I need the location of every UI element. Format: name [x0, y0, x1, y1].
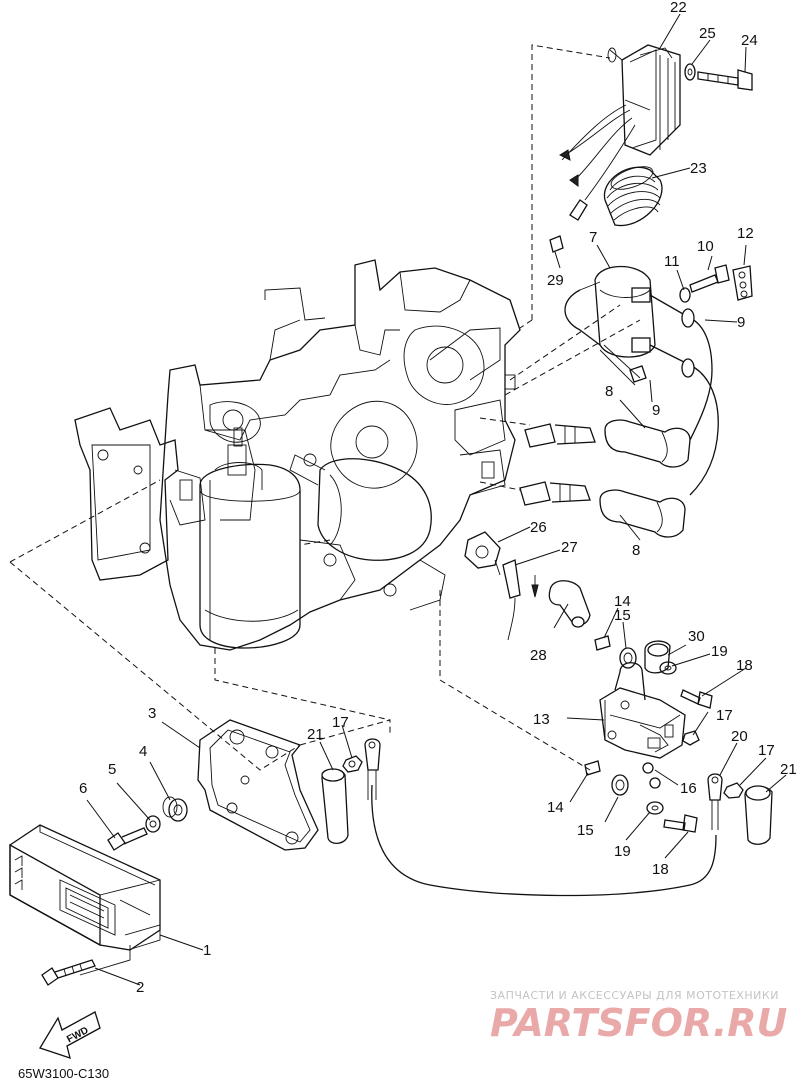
callout-14-lower: 14: [547, 799, 564, 816]
cap-part-30: [644, 640, 671, 674]
callout-21-left: 21: [307, 726, 324, 743]
callout-23: 23: [690, 160, 707, 177]
engine-block: [74, 259, 521, 651]
nut-part-17-left: [342, 755, 363, 773]
cap-part-21-right: [744, 785, 773, 845]
callout-18-upper: 18: [736, 657, 753, 674]
bolt-part-18-lower: [663, 814, 698, 833]
bolt-part-6: [107, 827, 148, 851]
callout-28: 28: [530, 647, 547, 664]
collar-part-14-upper: [594, 635, 611, 651]
diagram-code: 65W3100-C130: [18, 1066, 109, 1081]
washer-part-25: [684, 63, 696, 81]
terminal-part-20-left: [364, 738, 381, 771]
callout-8-upper: 8: [605, 383, 613, 400]
callout-14-upper: 14: [614, 593, 631, 610]
callout-4: 4: [139, 743, 147, 760]
callout-19-lower: 19: [614, 843, 631, 860]
watermark-top-text: ЗАПЧАСТИ И АКСЕССУАРЫ ДЛЯ МОТОТЕХНИКИ: [490, 989, 779, 1002]
callout-17-right: 17: [758, 742, 775, 759]
callout-29: 29: [547, 272, 564, 289]
grommet-part-4: [162, 796, 188, 822]
clip-part-12: [732, 265, 753, 301]
grommet-part-15-upper: [619, 647, 637, 669]
callout-2: 2: [136, 979, 144, 996]
cap-part-21-left: [321, 768, 349, 844]
bracket-plate-part-3: [197, 719, 319, 851]
bolt-part-18-upper: [680, 689, 713, 709]
watermark: ЗАПЧАСТИ И АКСЕССУАРЫ ДЛЯ МОТОТЕХНИКИ PA…: [490, 989, 788, 1045]
collar-part-5: [145, 815, 161, 833]
ignition-coil-part-7: [564, 266, 656, 386]
rectifier-part-22: [558, 44, 681, 221]
callout-6: 6: [79, 780, 87, 797]
boot-part-28: [548, 580, 591, 628]
callout-19-upper: 19: [711, 643, 728, 660]
plug-cap-part-8-upper: [604, 419, 691, 468]
callout-22: 22: [670, 0, 687, 16]
callout-numbers: 1 2 3 4 5 6 7 8 8 9 9 10 11 12 13 14 14 …: [79, 0, 797, 996]
collar-part-14-lower: [584, 760, 601, 776]
spark-plug-lower: [519, 481, 591, 506]
callout-16: 16: [680, 780, 697, 797]
assembly-lines: [9, 44, 641, 771]
callout-21-right: 21: [780, 761, 797, 778]
callout-8-lower: 8: [632, 542, 640, 559]
bolt-part-2: [41, 959, 96, 986]
nut-part-17-right: [723, 782, 744, 799]
callout-9-upper: 9: [737, 314, 745, 331]
washer-part-11: [679, 287, 691, 303]
callout-15-upper: 15: [614, 607, 631, 624]
high-tension-leads: [649, 294, 719, 496]
cdi-unit: [9, 824, 161, 976]
callout-30: 30: [688, 628, 705, 645]
spark-plug-upper: [524, 423, 596, 448]
ground-wire-lines: [367, 770, 717, 897]
washer-part-19-lower: [646, 801, 664, 815]
nut-part-16: [642, 762, 661, 789]
callout-15-lower: 15: [577, 822, 594, 839]
fwd-label: FWD: [65, 1025, 90, 1045]
callout-26: 26: [530, 519, 547, 536]
connector-part-29: [549, 235, 564, 253]
callout-3: 3: [148, 705, 156, 722]
callout-17-left: 17: [332, 714, 349, 731]
lead-part-27: [502, 559, 539, 641]
grommet-part-15-lower: [611, 774, 629, 796]
spiral-sleeve-part-23: [603, 166, 663, 227]
bolt-part-24: [697, 69, 753, 91]
callout-25: 25: [699, 25, 716, 42]
callout-20: 20: [731, 728, 748, 745]
callout-12: 12: [737, 225, 754, 242]
washer-part-19-upper: [659, 661, 677, 675]
watermark-brand: PARTSFOR.RU: [490, 1001, 788, 1045]
bolt-part-10: [689, 264, 730, 293]
callout-11: 11: [664, 253, 680, 270]
callout-7: 7: [589, 229, 597, 246]
callout-13: 13: [533, 711, 550, 728]
callout-17-relay: 17: [716, 707, 733, 724]
callout-5: 5: [108, 761, 116, 778]
callout-9-lower: 9: [652, 402, 660, 419]
sensor-part-26: [464, 531, 501, 576]
fwd-arrow: FWD: [39, 1011, 101, 1059]
callout-1: 1: [203, 942, 211, 959]
nut-part-17-relay: [682, 730, 700, 746]
terminal-part-20-right: [707, 773, 723, 830]
plug-cap-part-8-lower: [599, 489, 686, 538]
callout-leader-lines: [86, 13, 787, 986]
callout-27: 27: [561, 539, 578, 556]
starter-relay-part-13: [599, 662, 686, 759]
callout-18-lower: 18: [652, 861, 669, 878]
callout-24: 24: [741, 32, 758, 49]
callout-10: 10: [697, 238, 714, 255]
